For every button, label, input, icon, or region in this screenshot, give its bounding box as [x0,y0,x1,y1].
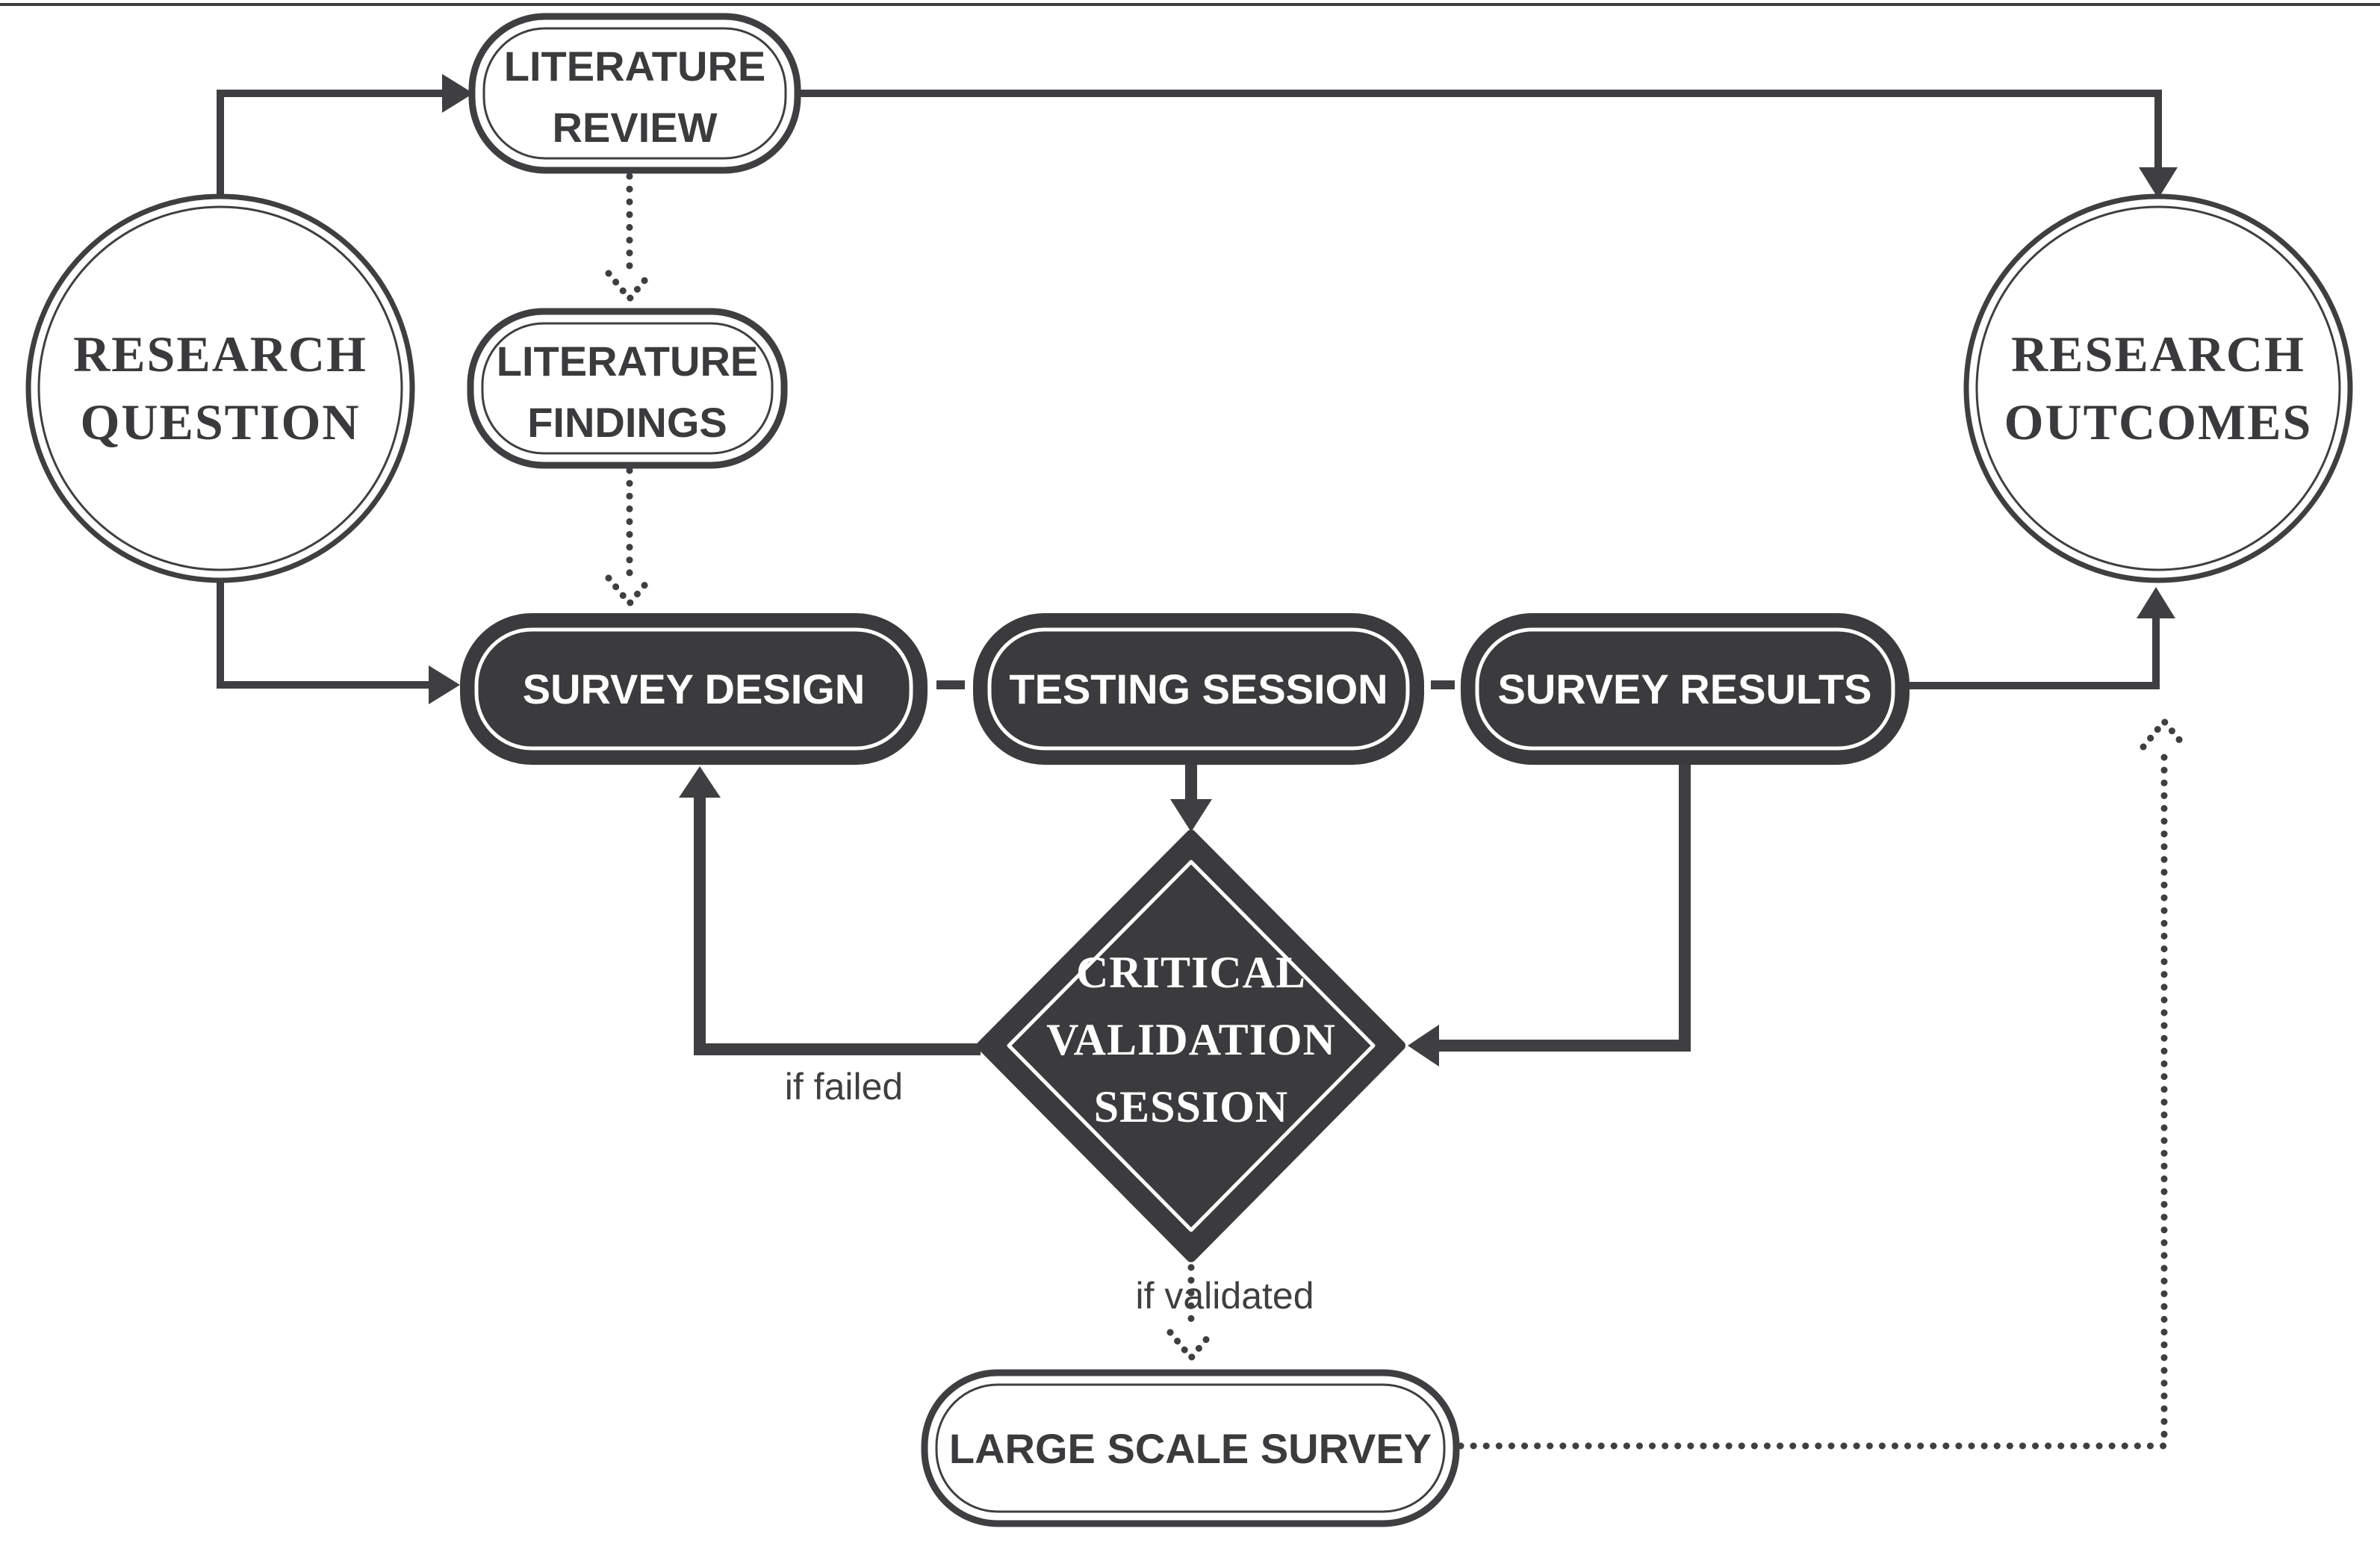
edge-line [217,580,429,689]
edge-research-question-to-survey-design [217,580,460,704]
node-label-line2: VALIDATION [1046,1015,1336,1064]
edge-line-dotted [1457,746,2168,1450]
edge-survey-results-to-critical-validation [1408,763,1691,1067]
pill-inner-ring [474,627,913,751]
node-label-line3: SESSION [1094,1082,1288,1131]
circle-shape [1963,193,2353,583]
edge-survey-results-to-research-outcomes [1907,587,2175,689]
edge-literature-review-to-literature-findings [605,173,654,305]
dotted-arrowhead-up-icon [2140,715,2189,751]
pill-shape [921,1369,1460,1527]
node-label-line1: CRITICAL [1076,948,1306,997]
pill-shape [468,13,801,174]
node-research-outcomes: RESEARCH OUTCOMES [1963,193,2353,583]
edge-critical-validation-to-survey-design: if failed [679,766,981,1108]
arrowhead-right-icon [442,74,473,113]
edges: if failed if validated [217,74,2189,1450]
arrowhead-down-icon [2139,167,2178,199]
edge-label-if-failed: if failed [785,1066,903,1108]
node-label: TESTING SESSION [1009,665,1388,712]
node-label-line1: RESEARCH [2011,326,2305,382]
pill-shape [460,613,928,765]
pill-inner-ring [482,27,787,160]
node-label-line2: FINDINGS [527,399,727,446]
edge-line [798,90,2162,167]
edge-research-question-to-literature-review [217,74,473,196]
edge-line [694,798,981,1055]
node-label-line2: QUESTION [81,394,361,450]
edge-testing-session-to-critical-validation [1170,763,1212,832]
edge-line [1439,763,1691,1052]
node-survey-results: SURVEY RESULTS [1461,613,1910,765]
pill-inner-ring [935,1383,1446,1513]
node-literature-review: LITERATURE REVIEW [468,13,801,174]
edge-label-if-validated: if validated [1135,1275,1314,1317]
node-large-scale-survey: LARGE SCALE SURVEY [921,1369,1460,1527]
circle-shape [25,193,415,583]
dotted-arrowhead-down-icon [1166,1329,1216,1364]
edge-literature-findings-to-survey-design [605,467,654,609]
pill-shape [467,308,788,469]
node-testing-session: TESTING SESSION [973,613,1424,765]
arrowhead-right-icon [429,665,460,704]
node-label-line2: REVIEW [553,104,718,151]
edge-line [1907,618,2160,689]
node-label: LARGE SCALE SURVEY [949,1425,1432,1472]
node-survey-design: SURVEY DESIGN [460,613,928,765]
pill-inner-ring [481,322,774,455]
node-label: SURVEY DESIGN [523,665,866,712]
dotted-arrowhead-down-icon [605,270,654,305]
arrowhead-up-icon [2137,587,2175,618]
pill-shape [973,613,1424,765]
arrowhead-left-icon [1408,1025,1439,1067]
circle-inner-ring [1975,205,2341,571]
pill-inner-ring [1475,627,1895,751]
arrowhead-up-icon [679,766,721,798]
dotted-arrowhead-down-icon [605,574,654,609]
circle-inner-ring [37,205,403,571]
edge-critical-validation-to-large-scale-survey: if validated [1135,1264,1314,1364]
edge-literature-review-to-research-outcomes [798,90,2178,199]
diamond-shape [977,830,1405,1262]
node-label-line1: LITERATURE [497,338,759,385]
diamond-inner-ring [1007,860,1376,1232]
node-critical-validation-session: CRITICAL VALIDATION SESSION [977,830,1405,1262]
node-label-line2: OUTCOMES [2004,394,2313,450]
arrowhead-down-icon [1170,799,1212,832]
edge-line [217,90,442,196]
edge-large-scale-survey-to-research-outcomes [1457,715,2189,1450]
node-literature-findings: LITERATURE FINDINGS [467,308,788,469]
node-label: SURVEY RESULTS [1497,665,1871,712]
node-label-line1: RESEARCH [73,326,367,382]
pill-shape [1461,613,1910,765]
node-research-question: RESEARCH QUESTION [25,193,415,583]
pill-inner-ring [987,627,1410,751]
node-label-line1: LITERATURE [504,43,766,90]
